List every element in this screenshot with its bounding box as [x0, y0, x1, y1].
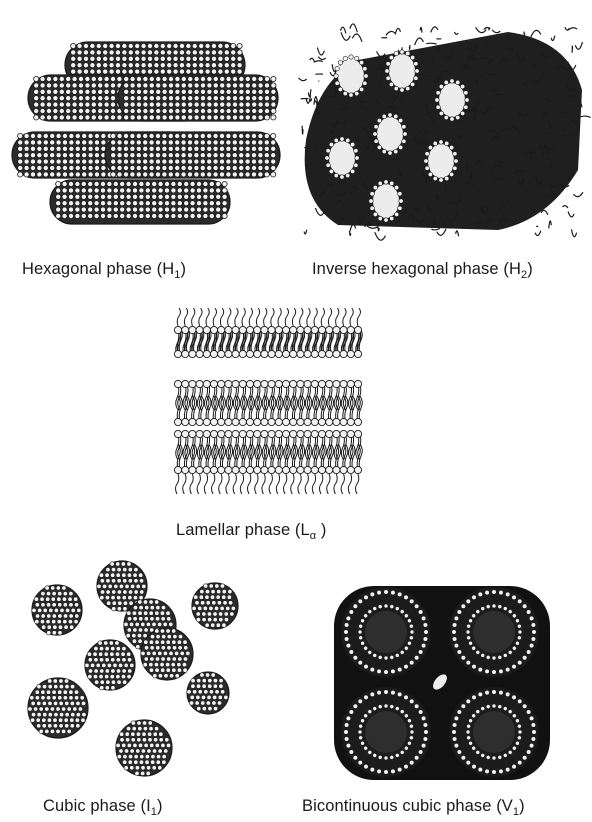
spherical-micelle: [141, 628, 193, 680]
lipid-bilayer: [174, 430, 362, 473]
water-channel: [424, 140, 458, 182]
water-channel: [369, 180, 403, 222]
caption-lamellar-phase: Lamellar phase (Lα ): [176, 521, 327, 540]
caption-hexagonal-phase: Hexagonal phase (H1): [22, 260, 186, 279]
tail-matrix: [298, 24, 590, 240]
cage-cell: [450, 688, 538, 776]
spherical-micelle: [32, 585, 82, 635]
micelle-rod: [50, 180, 230, 224]
water-channel: [325, 137, 359, 179]
lipid-bilayer: [174, 380, 362, 425]
lipid-tails-top: [177, 308, 360, 326]
inverse-hexagonal-phase-illustration: [298, 20, 588, 240]
bicontinuous-cubic-phase-illustration: [330, 580, 555, 785]
bicontinuous-cubic-drawing: [330, 580, 555, 785]
micelle-rod: [118, 75, 278, 121]
inverse-hexagonal-drawing: [298, 20, 588, 240]
lamellar-bilayers-drawing: [168, 312, 368, 502]
lamellar-phase-illustration: [168, 312, 368, 502]
spherical-micelle: [28, 678, 88, 738]
hexagonal-cylinders-drawing: [10, 20, 290, 235]
spherical-micelle: [116, 720, 172, 776]
cage-cell: [342, 688, 430, 776]
lipid-bilayer: [174, 326, 362, 357]
spherical-micelle: [85, 640, 135, 690]
caption-bicontinuous-cubic-phase: Bicontinuous cubic phase (V1): [302, 797, 525, 816]
lipid-tails-bottom: [176, 474, 359, 494]
cubic-micelles-drawing: [20, 558, 270, 788]
cage-cell: [450, 588, 538, 676]
water-channel: [373, 113, 407, 155]
water-channel: [435, 79, 469, 121]
micelle-rod: [105, 132, 280, 178]
spherical-micelle: [187, 672, 229, 714]
caption-cubic-phase: Cubic phase (I1): [43, 797, 163, 816]
hexagonal-phase-illustration: [10, 20, 290, 235]
cage-cell: [342, 588, 430, 676]
spherical-micelle: [192, 583, 238, 629]
water-channel: [385, 50, 419, 92]
water-channel: [334, 55, 368, 97]
caption-inverse-hexagonal-phase: Inverse hexagonal phase (H2): [312, 260, 533, 279]
cubic-phase-illustration: [20, 558, 270, 788]
